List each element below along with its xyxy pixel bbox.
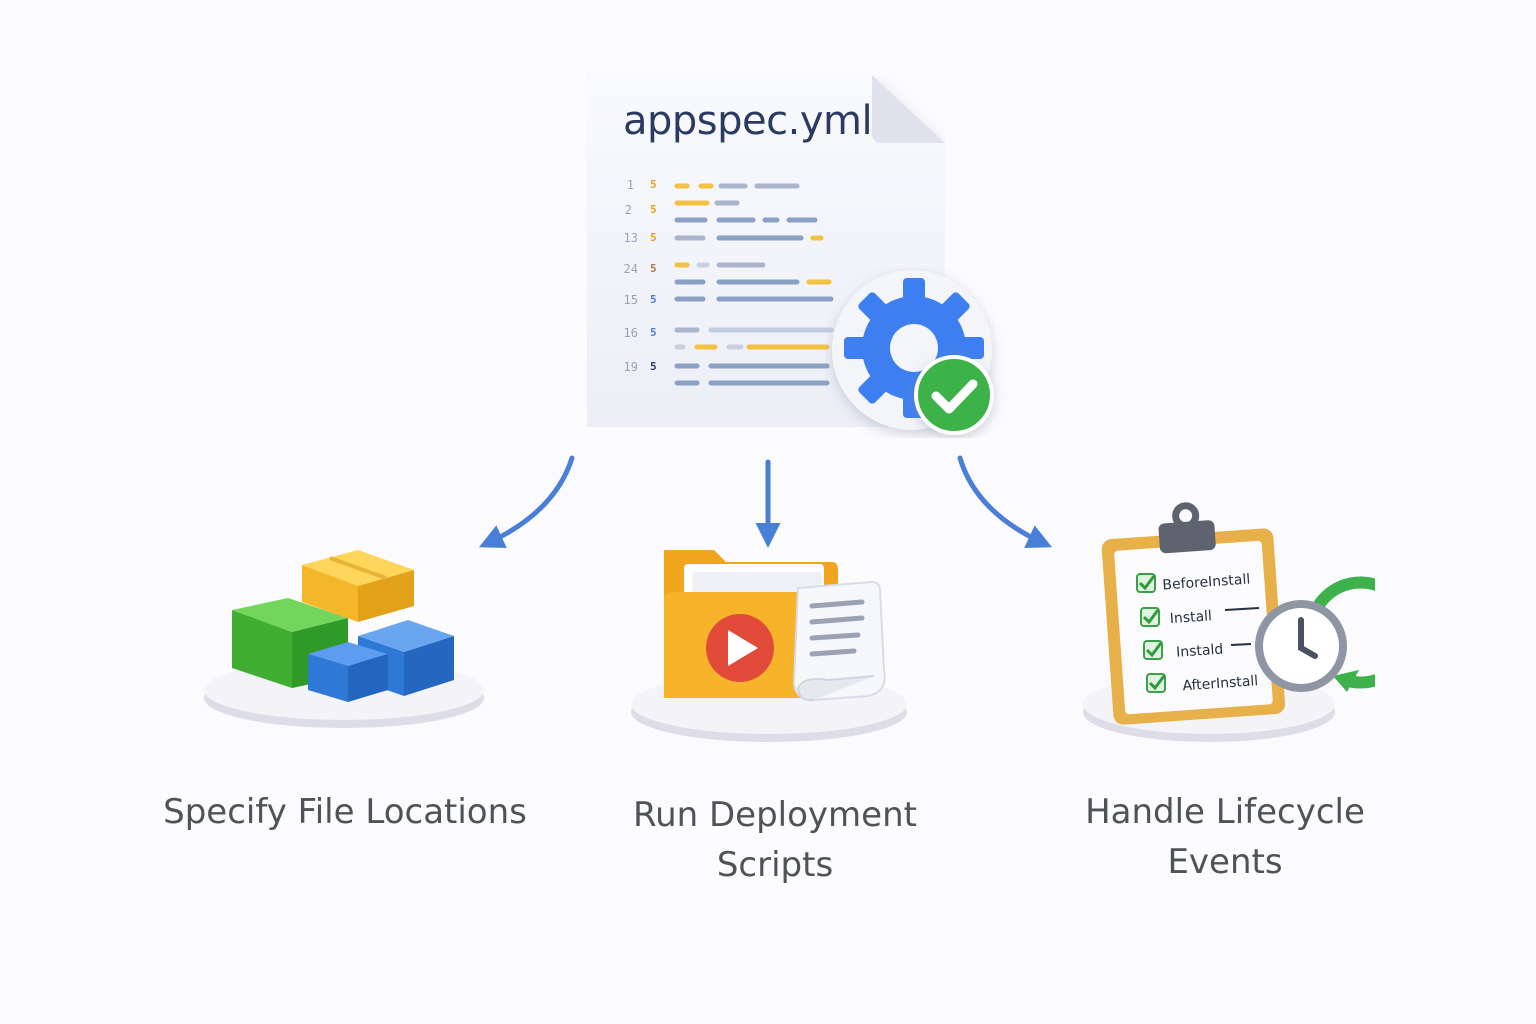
checklist-item: Install (1169, 608, 1212, 627)
line-number: 19 (623, 360, 638, 374)
checklist-item: BeforeInstall (1162, 571, 1251, 593)
line-number: 16 (623, 326, 638, 340)
line-marker: 5 (650, 293, 657, 306)
line-marker: 5 (650, 326, 657, 339)
step-label-file-locations: Specify File Locations (163, 792, 527, 832)
line-marker: 5 (650, 178, 657, 191)
checklist-clock-icon: BeforeInstall Install Instald AfterInsta… (1083, 502, 1375, 742)
line-number: 2 (624, 203, 632, 217)
arrow-to-files (478, 455, 575, 549)
arrow-to-lifecycle (957, 455, 1053, 549)
stacked-boxes-icon (204, 550, 484, 728)
checklist-item: AfterInstall (1182, 673, 1259, 694)
appspec-filename: appspec.yml (623, 98, 873, 144)
line-number: 15 (623, 293, 638, 307)
step-label-lifecycle-events: Handle Lifecycle Events (1085, 792, 1365, 882)
folder-play-icon (631, 550, 907, 742)
gear-check-icon (832, 270, 994, 435)
checklist-item: Instald (1176, 642, 1224, 661)
line-marker: 5 (650, 231, 657, 244)
step-label-deployment-scripts: Run Deployment Scripts (633, 795, 917, 885)
line-number: 24 (623, 262, 638, 276)
line-number: 1 (626, 178, 634, 192)
line-marker: 5 (650, 262, 657, 275)
line-marker: 5 (650, 203, 657, 216)
line-number: 13 (623, 231, 638, 245)
line-marker: 5 (650, 360, 657, 373)
